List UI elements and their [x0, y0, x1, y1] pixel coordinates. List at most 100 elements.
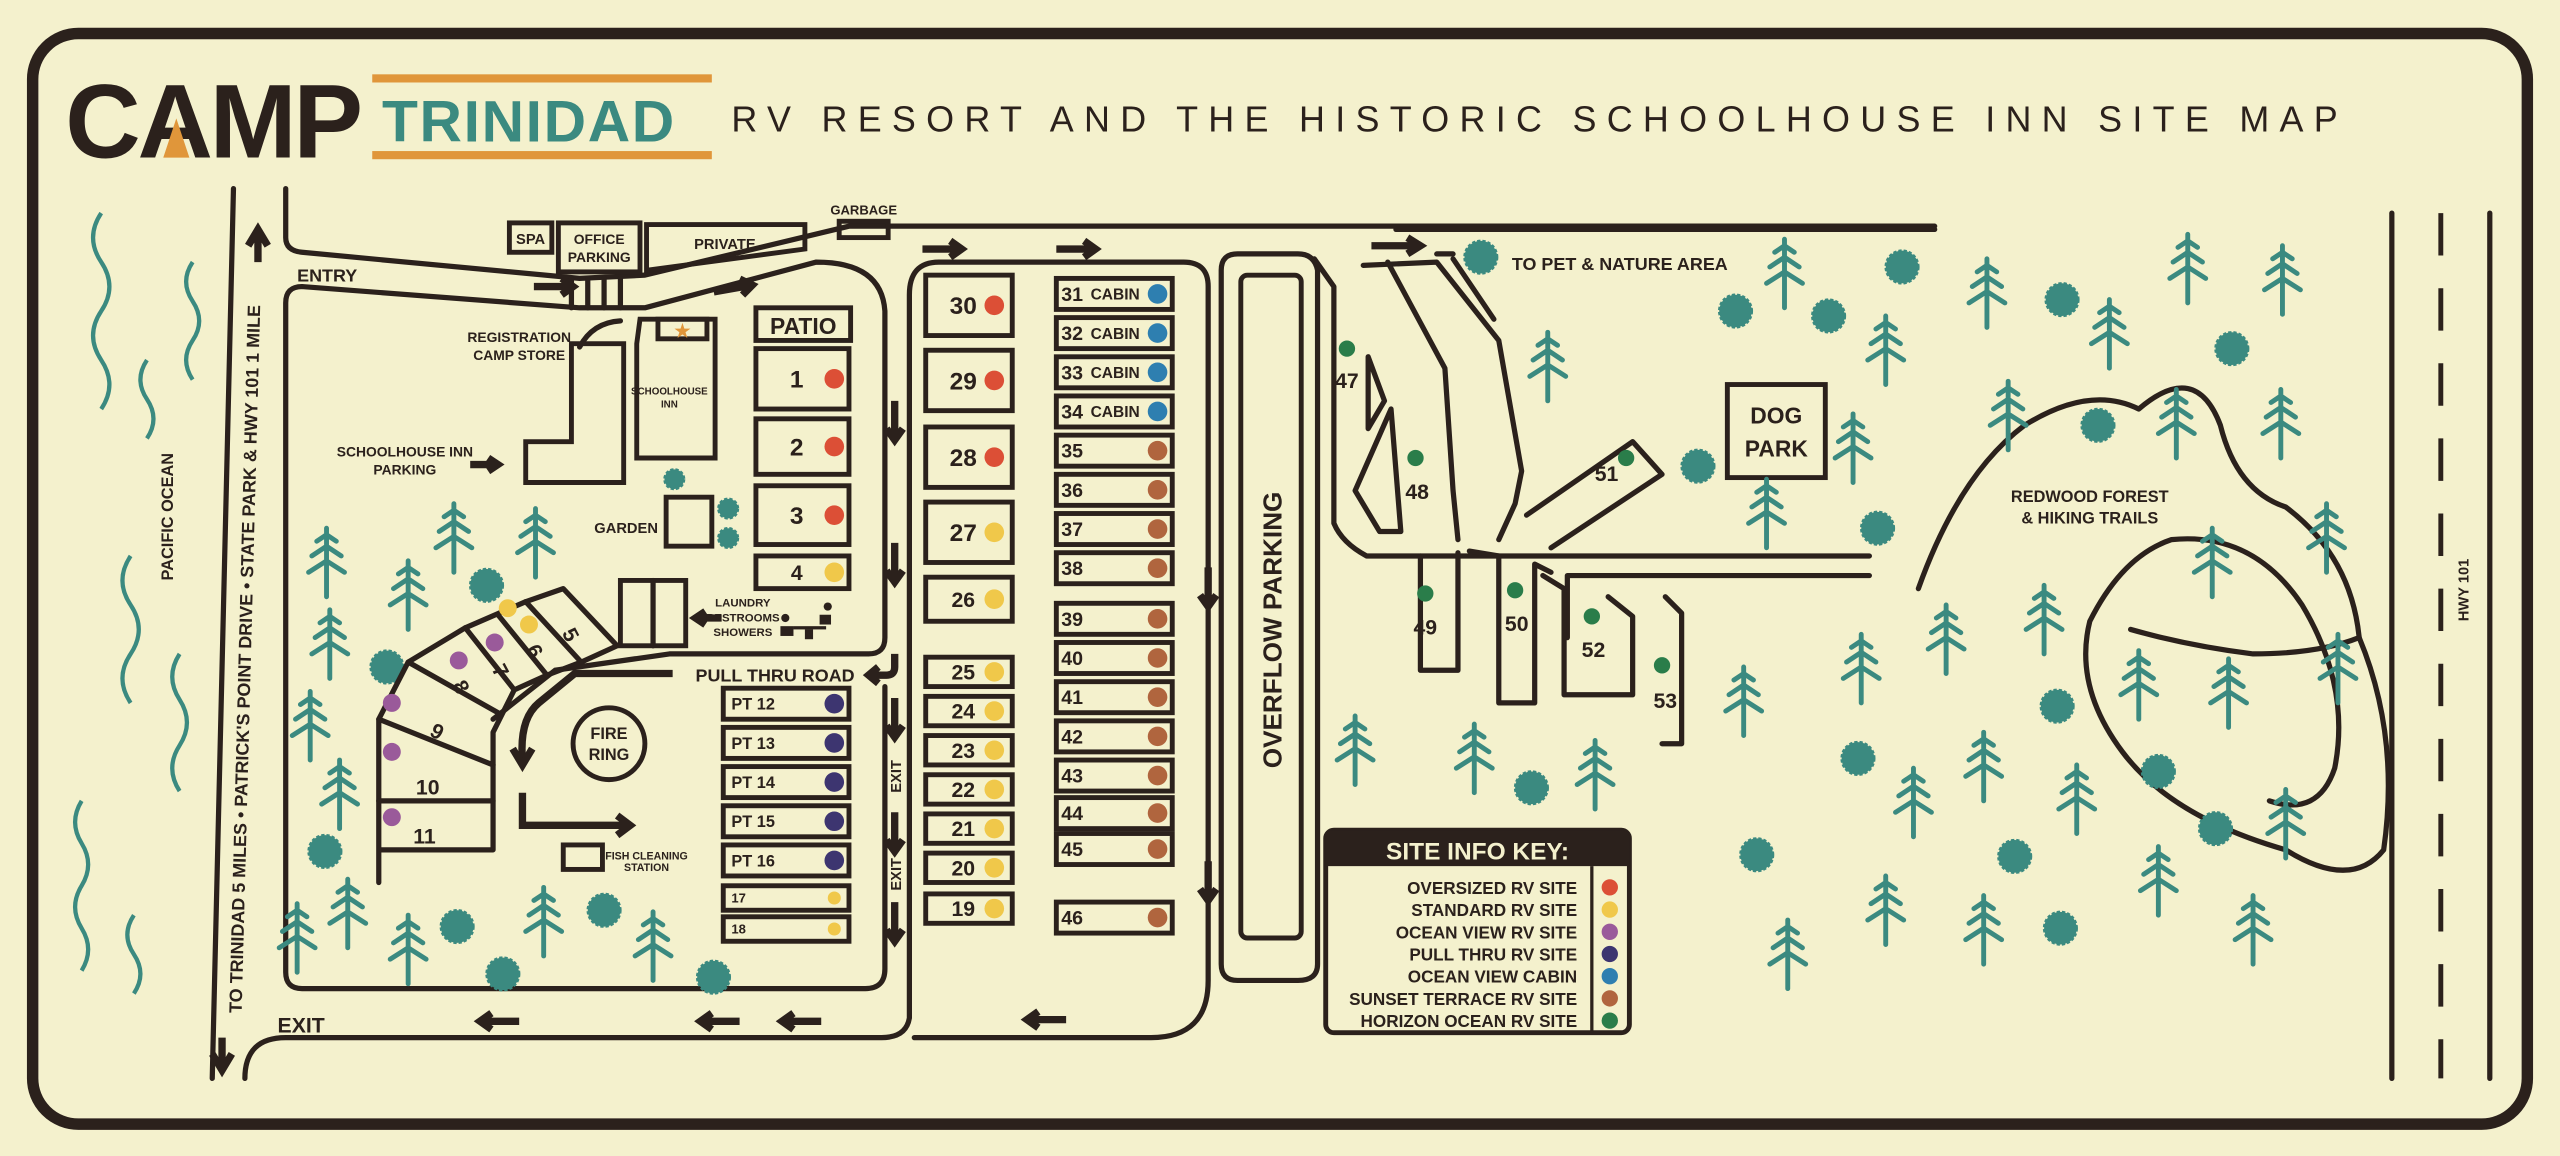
- standard-site-dot: [827, 891, 841, 905]
- site-box[interactable]: [923, 850, 1015, 885]
- site-46[interactable]: 46: [1053, 899, 1175, 936]
- oceanview-site-dot: [382, 693, 401, 712]
- pine-tree-icon: [2056, 762, 2098, 836]
- site-box[interactable]: [923, 654, 1015, 690]
- site-number: 25: [951, 662, 975, 685]
- site-39[interactable]: 39: [1053, 600, 1175, 637]
- site-10[interactable]: 10: [382, 742, 440, 799]
- site-11[interactable]: 11: [382, 808, 436, 848]
- site-pt-13[interactable]: PT 13: [720, 724, 852, 761]
- site-47[interactable]: 47: [1335, 340, 1359, 393]
- legend-label: OVERSIZED RV SITE: [1407, 878, 1577, 898]
- pine-tree-icon: [2306, 501, 2347, 575]
- bush-icon: [468, 567, 505, 603]
- site-22[interactable]: 22: [923, 772, 1015, 807]
- site-number: 49: [1414, 616, 1438, 639]
- site-2[interactable]: 2: [753, 416, 852, 477]
- sunset-site-dot: [1147, 687, 1168, 707]
- site-18[interactable]: 18: [720, 914, 852, 944]
- site-box[interactable]: [1053, 757, 1175, 794]
- site-20[interactable]: 20: [923, 850, 1015, 885]
- pine-tree-icon: [289, 689, 331, 763]
- site-48[interactable]: 48: [1405, 449, 1429, 504]
- oceanview-site-dot: [449, 651, 468, 670]
- road-arrow-icon: [883, 542, 906, 589]
- logo-bar-top: [372, 74, 712, 83]
- site-35[interactable]: 35: [1053, 432, 1175, 469]
- site-23[interactable]: 23: [923, 733, 1015, 768]
- site-3[interactable]: 3: [753, 483, 852, 547]
- pine-tree-icon: [515, 506, 556, 580]
- bush-icon: [2197, 811, 2234, 847]
- bush-icon: [1840, 740, 1876, 776]
- site-pt-15[interactable]: PT 15: [720, 803, 852, 840]
- site-41[interactable]: 41: [1053, 679, 1175, 716]
- site-52[interactable]: 52: [1582, 608, 1606, 662]
- legend-title: SITE INFO KEY:: [1386, 839, 1569, 866]
- site-44[interactable]: 44: [1053, 795, 1175, 832]
- site-number: 27: [950, 520, 977, 547]
- road-arrow-icon: [1197, 861, 1220, 907]
- site-19[interactable]: 19: [923, 891, 1015, 926]
- registration-office: [655, 316, 710, 342]
- site-box[interactable]: [1053, 795, 1175, 832]
- site-28[interactable]: 28: [923, 424, 1015, 490]
- horizon-site-dot: [1653, 657, 1671, 674]
- site-50[interactable]: 50: [1505, 582, 1529, 636]
- site-53[interactable]: 53: [1654, 657, 1678, 713]
- schoolhouse-parking-lot: [523, 341, 627, 485]
- legend-color-dot: [1601, 990, 1618, 1007]
- site-box[interactable]: [720, 883, 852, 913]
- pine-tree-icon: [2118, 648, 2160, 722]
- bush-icon: [717, 526, 740, 550]
- site-box[interactable]: [1053, 471, 1175, 508]
- site-number: 17: [731, 891, 746, 906]
- site-17[interactable]: 17: [720, 883, 852, 913]
- site-21[interactable]: 21: [923, 811, 1015, 846]
- site-29[interactable]: 29: [923, 347, 1015, 414]
- pine-tree-icon: [327, 876, 369, 951]
- pine-tree-icon: [2262, 243, 2303, 317]
- legend-label: STANDARD RV SITE: [1411, 900, 1577, 920]
- site-26[interactable]: 26: [923, 574, 1015, 624]
- site-36[interactable]: 36: [1053, 471, 1175, 508]
- site-40[interactable]: 40: [1053, 640, 1175, 676]
- legend-color-dot: [1601, 945, 1618, 963]
- exit-lane-label: EXIT: [889, 760, 905, 793]
- site-30[interactable]: 30: [923, 272, 1015, 338]
- site-4[interactable]: 4: [753, 553, 852, 592]
- overflow-parking-lot: [1238, 272, 1304, 941]
- site-number: 42: [1061, 726, 1083, 748]
- site-box[interactable]: [923, 574, 1015, 624]
- site-pt-12[interactable]: PT 12: [720, 685, 852, 722]
- sunset-site-dot: [1147, 558, 1168, 578]
- site-43[interactable]: 43: [1053, 757, 1175, 794]
- standard-site-dot: [498, 599, 517, 618]
- site-number: PT 13: [731, 735, 775, 753]
- legend-item-cabin: OCEAN VIEW CABIN: [1408, 967, 1618, 987]
- site-38[interactable]: 38: [1053, 550, 1175, 587]
- site-24[interactable]: 24: [923, 693, 1015, 729]
- sunset-site-dot: [1147, 609, 1168, 629]
- site-37[interactable]: 37: [1053, 511, 1175, 547]
- dog-park: [1724, 382, 1828, 481]
- horizon-lanes: [1352, 251, 1685, 747]
- site-49[interactable]: 49: [1414, 585, 1438, 639]
- site-1[interactable]: 1: [753, 346, 852, 412]
- site-number: 46: [1061, 908, 1083, 930]
- site-25[interactable]: 25: [923, 654, 1015, 690]
- site-42[interactable]: 42: [1053, 718, 1175, 755]
- pine-tree-icon: [2232, 893, 2274, 967]
- site-45[interactable]: 45: [1053, 831, 1175, 867]
- site-27[interactable]: 27: [923, 499, 1015, 565]
- site-box[interactable]: [1053, 679, 1175, 716]
- site-number: 11: [413, 825, 436, 848]
- site-pt-14[interactable]: PT 14: [720, 764, 852, 801]
- site-51[interactable]: 51: [1595, 449, 1635, 486]
- site-pt-16[interactable]: PT 16: [720, 842, 852, 879]
- pine-tree-icon: [2023, 582, 2065, 657]
